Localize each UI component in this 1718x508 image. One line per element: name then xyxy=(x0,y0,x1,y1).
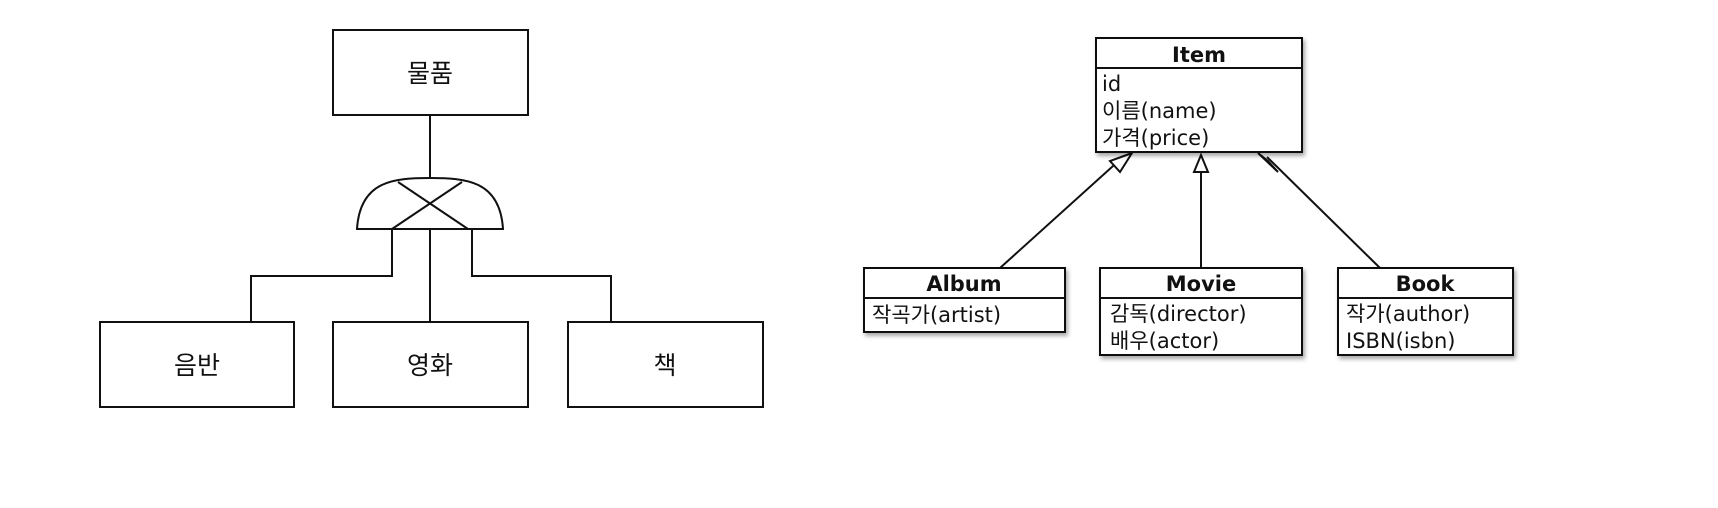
uml-class-item-attr-2: 이름(name) xyxy=(1102,99,1217,123)
uml-class-item: Item id 이름(name) 가격(price) xyxy=(1095,37,1303,153)
uml-class-item-attr-3: 가격(price) xyxy=(1102,126,1209,150)
er-subtype-cross-2 xyxy=(391,181,463,230)
er-connector-right xyxy=(471,229,612,322)
er-child-label-3: 책 xyxy=(653,351,676,380)
uml-inheritance-lines xyxy=(999,156,1381,269)
uml-class-movie-box xyxy=(1099,267,1303,356)
uml-arrowhead-album xyxy=(1108,151,1135,174)
er-child-label-2: 영화 xyxy=(407,351,453,380)
uml-arrowheads xyxy=(1108,151,1279,174)
uml-class-album-name: Album xyxy=(926,272,1001,296)
uml-generalization-album xyxy=(999,156,1124,269)
uml-generalization-book xyxy=(1266,156,1381,269)
er-child-label-1: 음반 xyxy=(174,351,220,380)
uml-class-movie-attr-1: 감독(director) xyxy=(1110,302,1247,326)
uml-class-album: Album 작곡가(artist) xyxy=(863,267,1066,333)
uml-class-book: Book 작가(author) ISBN(isbn) xyxy=(1337,267,1514,356)
er-diagram xyxy=(99,29,764,408)
uml-class-book-attr-2: ISBN(isbn) xyxy=(1346,329,1455,353)
er-child-entity-3 xyxy=(567,321,764,408)
uml-class-book-attr-1: 작가(author) xyxy=(1346,302,1470,326)
uml-class-movie-attr-2: 배우(actor) xyxy=(1110,329,1219,353)
er-labels: 물품 음반 영화 책 xyxy=(174,59,677,380)
er-child-entity-1 xyxy=(99,321,295,408)
uml-class-album-attr-1: 작곡가(artist) xyxy=(872,303,1001,327)
uml-class-item-name: Item xyxy=(1172,43,1226,67)
uml-class-item-box xyxy=(1095,37,1303,153)
uml-class-item-attr-1: id xyxy=(1102,72,1121,96)
uml-class-movie: Movie 감독(director) 배우(actor) xyxy=(1099,267,1303,356)
uml-class-album-box xyxy=(863,267,1066,333)
er-connector-left xyxy=(250,229,393,322)
er-parent-entity xyxy=(332,29,529,116)
uml-arrowhead-book xyxy=(1257,152,1279,173)
er-parent-label: 물품 xyxy=(407,59,453,88)
uml-class-movie-name: Movie xyxy=(1166,272,1236,296)
er-subtype-cross-1 xyxy=(397,181,469,230)
er-child-entity-2 xyxy=(332,321,529,408)
uml-arrowhead-movie xyxy=(1192,152,1210,173)
uml-class-book-name: Book xyxy=(1396,272,1456,296)
uml-class-book-box xyxy=(1337,267,1514,356)
